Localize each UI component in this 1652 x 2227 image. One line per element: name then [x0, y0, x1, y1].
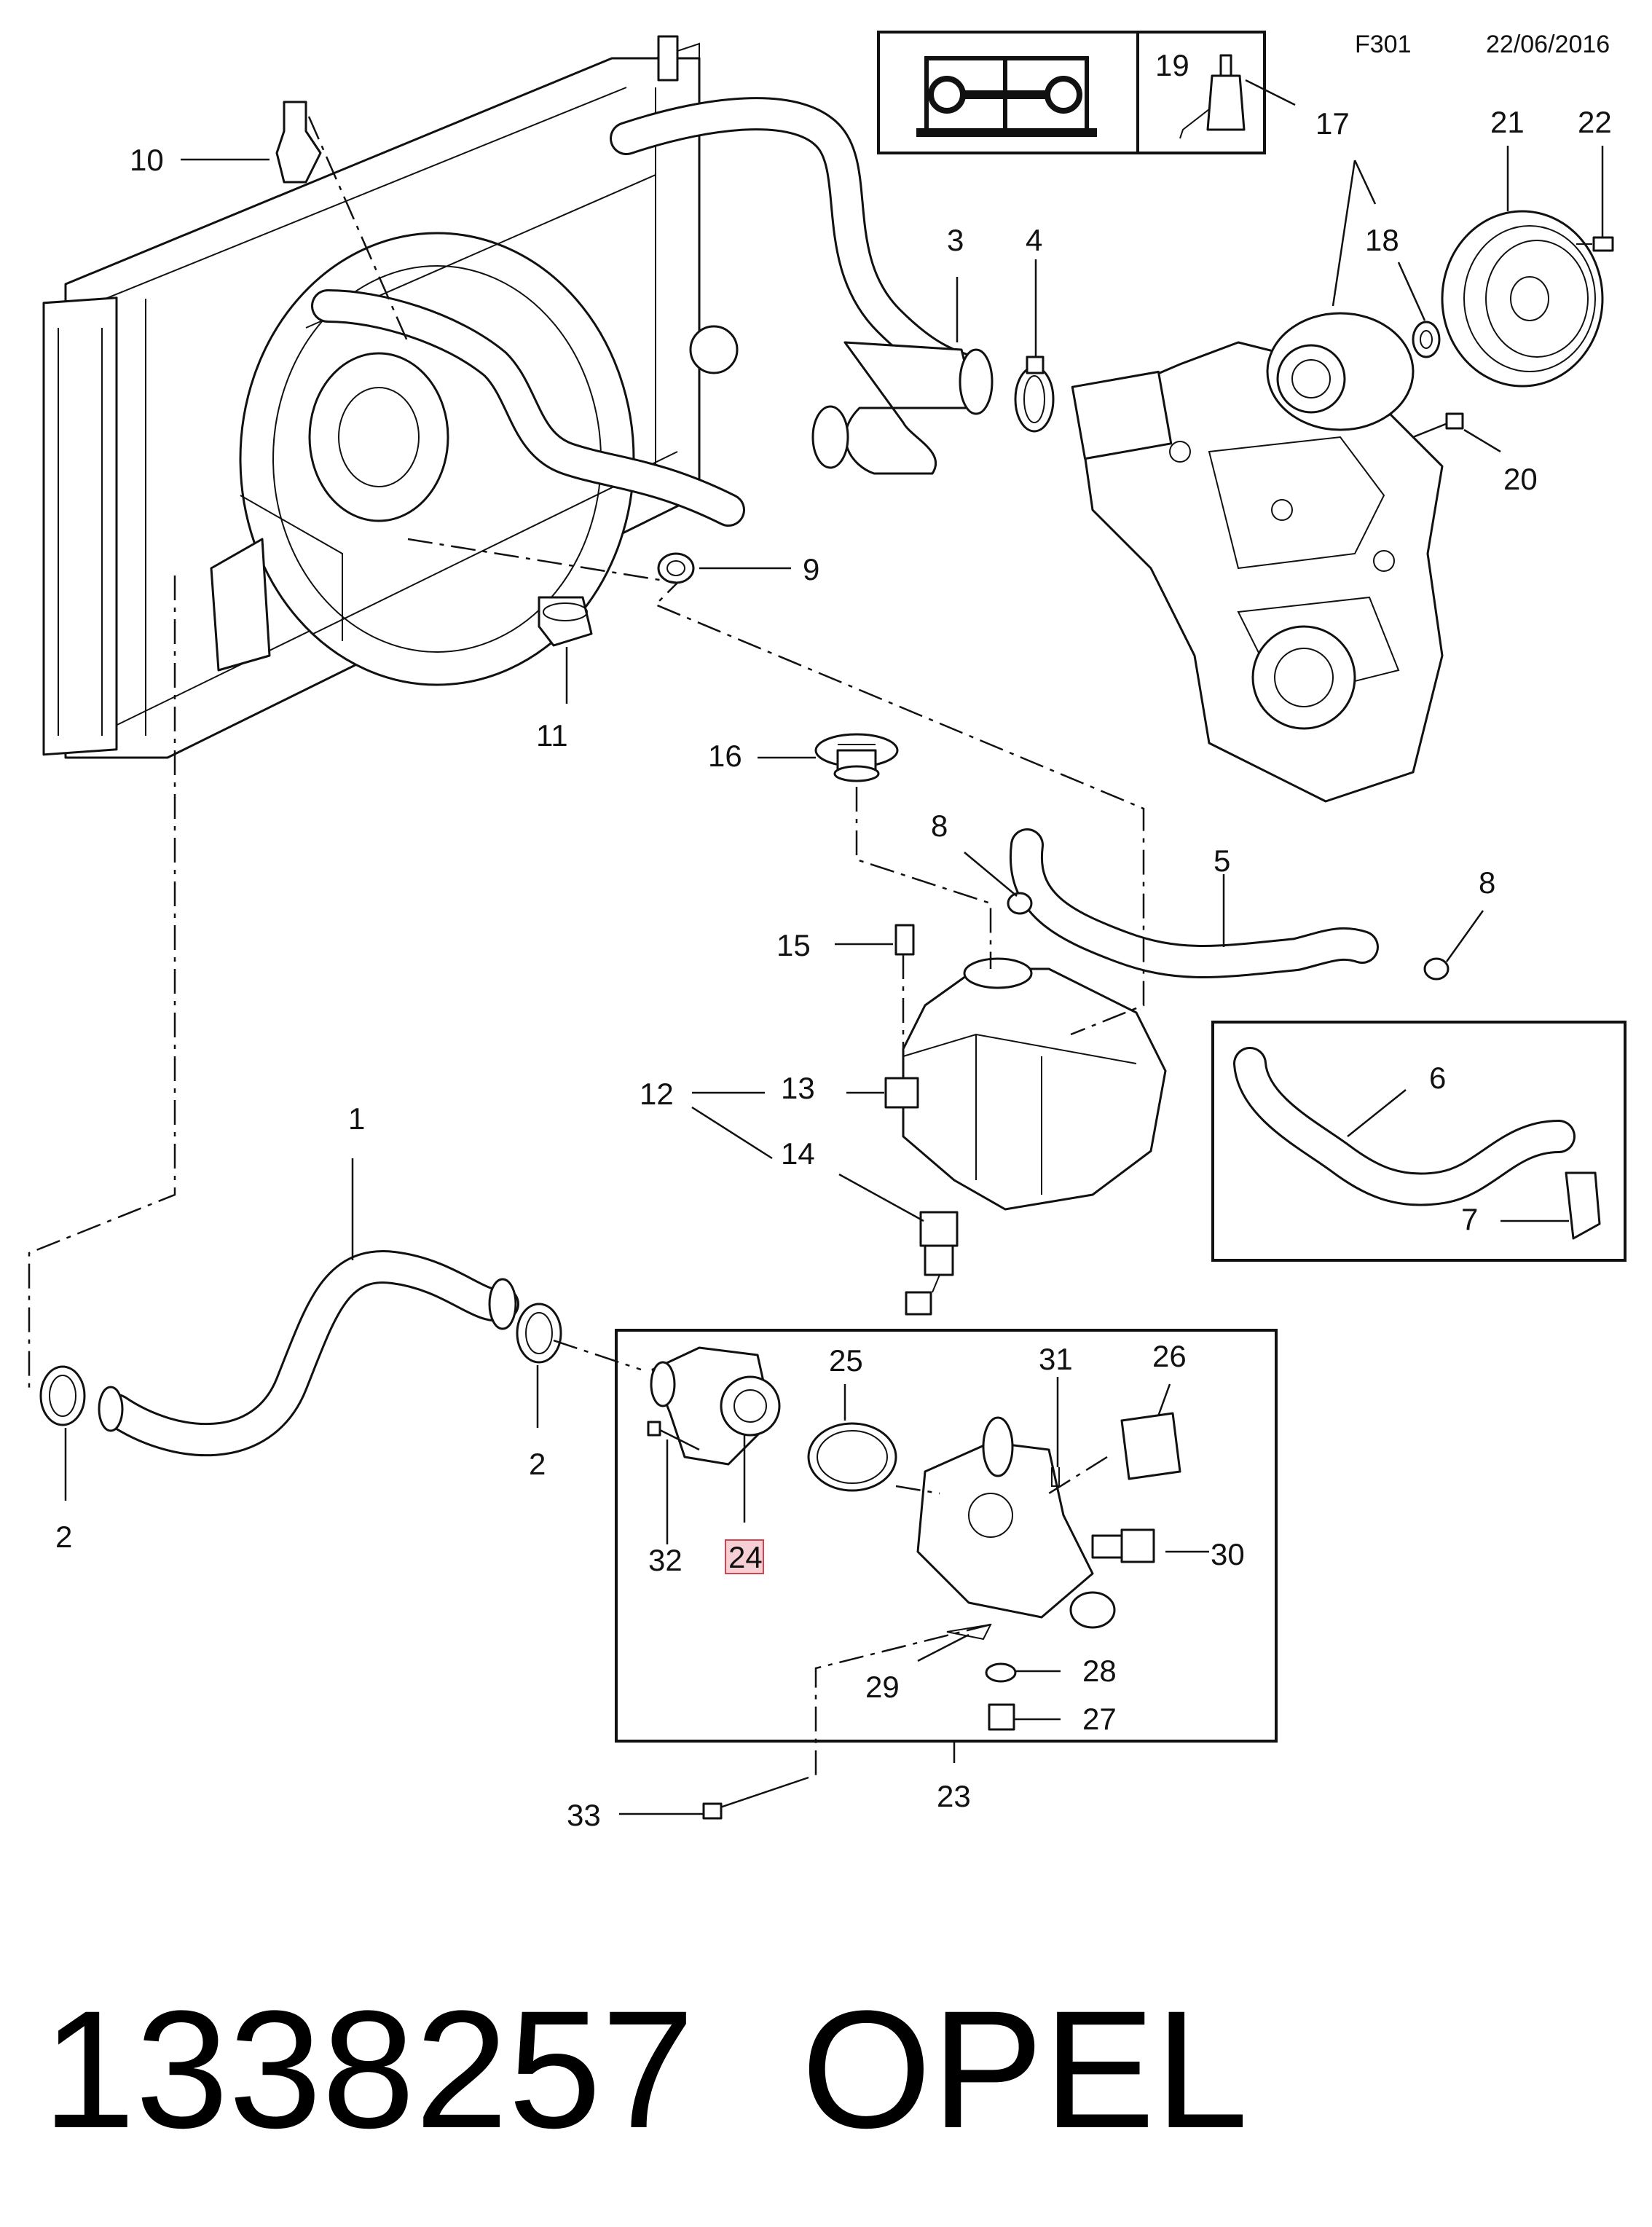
callout-23: 23	[937, 1779, 971, 1813]
callout-12: 12	[640, 1077, 674, 1111]
callout-29: 29	[865, 1670, 900, 1704]
callout-15: 15	[776, 928, 811, 962]
leader-lines	[64, 146, 1604, 1815]
detail-box-hose-6	[1211, 1021, 1627, 1262]
hose-clamp-9	[657, 552, 695, 584]
callout-33: 33	[567, 1798, 601, 1832]
callout-8-right: 8	[1479, 865, 1495, 900]
callout-18: 18	[1365, 223, 1399, 257]
hose-clip-8-right	[1423, 957, 1450, 981]
gasket-26	[1120, 1412, 1181, 1480]
callout-13: 13	[781, 1071, 815, 1105]
lower-radiator-hose-1	[98, 1250, 519, 1457]
bolt-33	[702, 1776, 809, 1820]
callout-31: 31	[1039, 1342, 1073, 1376]
grommet-11	[538, 596, 593, 647]
callout-16: 16	[708, 739, 742, 773]
callout-17: 17	[1315, 106, 1350, 141]
thermostat-gasket-25	[807, 1422, 897, 1492]
hose-clip-10	[275, 101, 322, 184]
callout-14: 14	[781, 1136, 815, 1171]
callout-26: 26	[1152, 1339, 1187, 1373]
pump-bolt	[1412, 412, 1464, 439]
callout-1: 1	[348, 1101, 365, 1136]
callout-30: 30	[1211, 1537, 1245, 1571]
callout-24: 24	[728, 1540, 763, 1574]
coolant-pipe-elbow	[811, 341, 994, 475]
callout-32: 32	[648, 1543, 683, 1577]
callout-10: 10	[130, 143, 164, 177]
clip-29	[946, 1623, 992, 1641]
callout-22: 22	[1578, 105, 1612, 139]
thermostat-assembly-box	[615, 1329, 1278, 1743]
water-pump-pulley	[1441, 210, 1604, 388]
vent-hose-5	[1009, 828, 1379, 978]
callout-2-left: 2	[55, 1520, 72, 1554]
oring-28	[985, 1662, 1017, 1683]
sealant-bottle-icon	[1179, 54, 1246, 139]
callout-2-right: 2	[529, 1447, 546, 1481]
manual-legend-box: 19	[877, 31, 1296, 154]
callout-24-highlight	[725, 1539, 764, 1574]
coolant-outlet-housing	[916, 1416, 1116, 1629]
expansion-tank-cap	[814, 733, 899, 782]
water-pump	[1266, 312, 1415, 431]
assembly-dash-lines	[28, 116, 1145, 1778]
callout-8-upper: 8	[931, 809, 948, 843]
callout-11: 11	[536, 718, 568, 753]
callout-9: 9	[803, 552, 819, 586]
brand-name: OPEL	[801, 1976, 1248, 2163]
temperature-sensor-30	[1091, 1528, 1155, 1563]
plug-27	[988, 1703, 1015, 1731]
callout-28: 28	[1082, 1654, 1117, 1688]
callout-25: 25	[829, 1343, 863, 1378]
coolant-level-sensor	[905, 1211, 959, 1316]
radiator-assembly	[42, 35, 739, 759]
hose-clamp-2-right	[516, 1303, 562, 1364]
engine-front-cover	[1071, 341, 1444, 803]
retaining-clip-31	[1051, 1467, 1060, 1487]
hose-clamp-2-left	[39, 1365, 86, 1426]
coolant-expansion-tank	[884, 924, 1167, 1211]
thermostat-housing-24	[650, 1346, 781, 1466]
callout-4: 4	[1026, 223, 1042, 257]
pump-seal-ring	[1412, 321, 1441, 358]
callout-27: 27	[1082, 1702, 1117, 1736]
bolt-32	[647, 1421, 700, 1451]
callout-21: 21	[1490, 105, 1525, 139]
hose-clamp-4	[1014, 356, 1055, 433]
hose-clip-8-upper	[1007, 892, 1033, 915]
part-number: 1338257	[42, 1976, 694, 2163]
callout-labels: 1 2 2 3 4 5 6 7 8 8 9 10 11 12 13 14 15 …	[55, 105, 1612, 1832]
callout-6: 6	[1429, 1061, 1446, 1095]
figure-code: F301	[1355, 31, 1412, 58]
callout-3: 3	[947, 223, 964, 257]
diagram-date: 22/06/2016	[1486, 31, 1610, 58]
callout-5: 5	[1214, 844, 1230, 878]
repair-manual-icon	[916, 56, 1097, 137]
callout-20: 20	[1503, 462, 1538, 496]
legend-item-number: 19	[1155, 48, 1189, 82]
callout-7: 7	[1461, 1202, 1478, 1236]
